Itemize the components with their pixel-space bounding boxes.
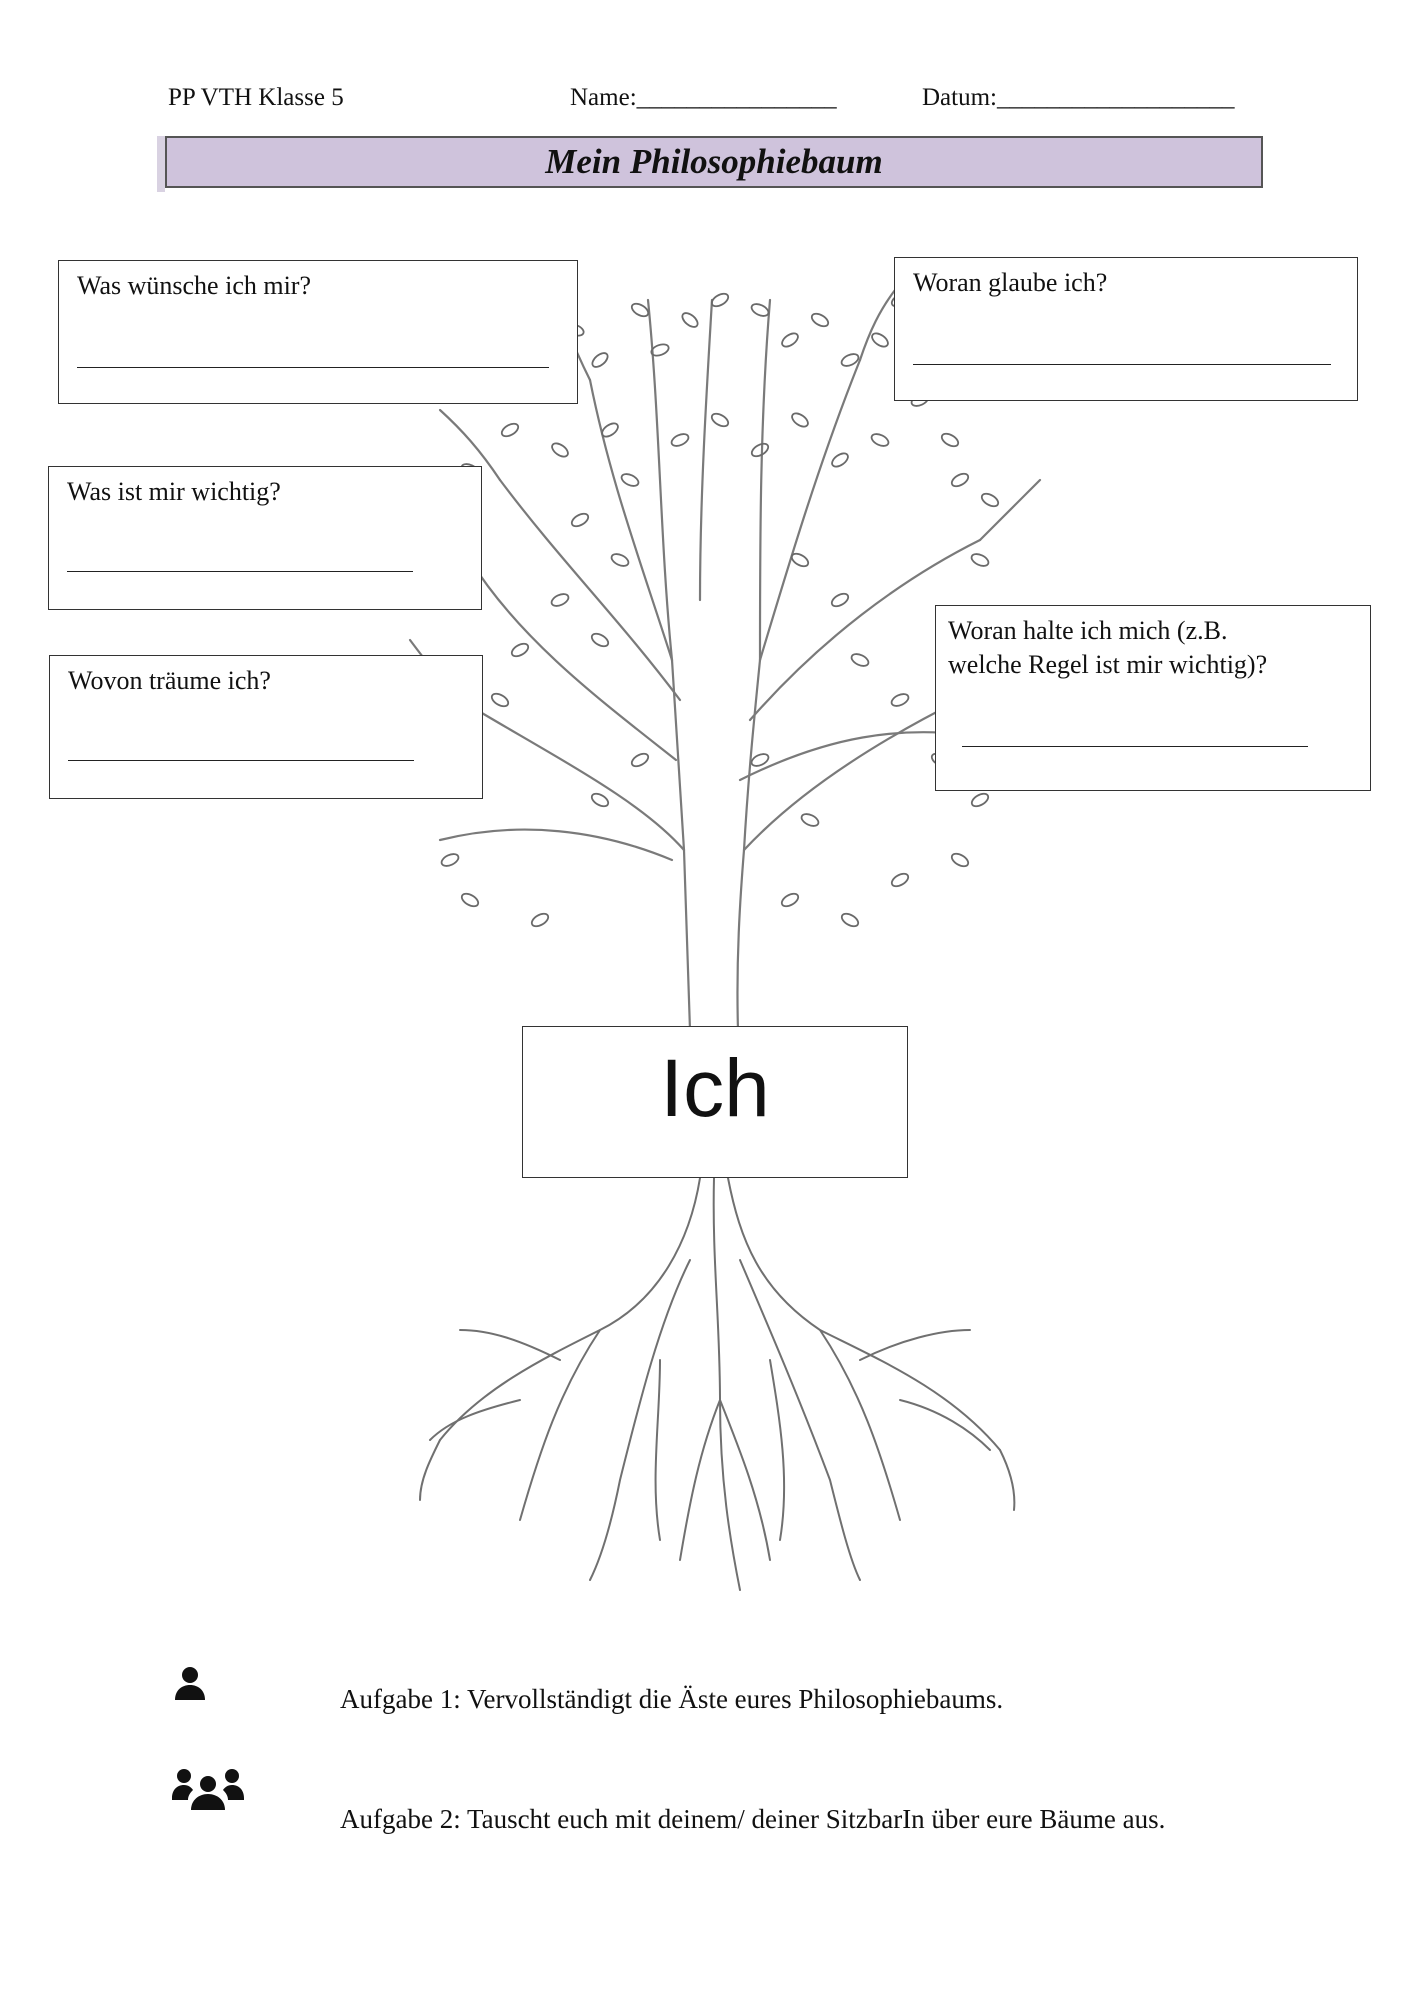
question-dream-label: Wovon träume ich?: [68, 666, 271, 695]
question-important-label: Was ist mir wichtig?: [67, 477, 281, 506]
question-rules-label-line1: Woran halte ich mich (z.B.: [948, 616, 1228, 645]
answer-line[interactable]: [77, 367, 549, 368]
answer-line[interactable]: [962, 746, 1308, 747]
question-box-dream[interactable]: Wovon träume ich?: [49, 655, 483, 799]
task-2-text: Aufgabe 2: Tauscht euch mit deinem/ dein…: [340, 1804, 1166, 1834]
question-wish-label: Was wünsche ich mir?: [77, 271, 311, 300]
class-label: PP VTH Klasse 5: [168, 84, 344, 111]
question-rules-label-line2: welche Regel ist mir wichtig)?: [948, 650, 1268, 679]
question-box-rules[interactable]: Woran halte ich mich (z.B. welche Regel …: [935, 605, 1371, 791]
name-field[interactable]: Name:________________: [570, 84, 837, 111]
question-box-important[interactable]: Was ist mir wichtig?: [48, 466, 482, 610]
answer-line[interactable]: [913, 364, 1331, 365]
answer-line[interactable]: [68, 760, 414, 761]
group-icon: [172, 1769, 244, 1810]
center-ich-box: Ich: [522, 1026, 908, 1178]
worksheet-title: Mein Philosophiebaum: [165, 136, 1263, 188]
question-box-believe[interactable]: Woran glaube ich?: [894, 257, 1358, 401]
date-field[interactable]: Datum:___________________: [922, 84, 1235, 111]
title-bar-shadow: [157, 136, 165, 192]
question-believe-label: Woran glaube ich?: [913, 268, 1108, 297]
question-box-wish[interactable]: Was wünsche ich mir?: [58, 260, 578, 404]
task-1-text: Aufgabe 1: Vervollständigt die Äste eure…: [340, 1684, 1004, 1714]
answer-line[interactable]: [67, 571, 413, 572]
person-icon: [175, 1667, 205, 1700]
